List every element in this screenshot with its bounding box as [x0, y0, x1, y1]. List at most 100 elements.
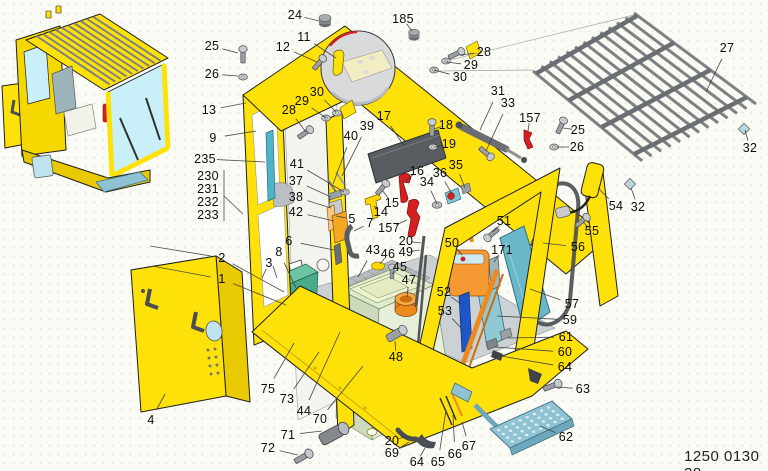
callout-69: 69 [384, 445, 400, 460]
callout-14: 14 [373, 204, 389, 219]
callout-8: 8 [275, 244, 283, 259]
callout-4: 4 [147, 412, 155, 427]
callout-71: 71 [280, 427, 296, 442]
callout-59: 59 [562, 312, 578, 327]
callout-30: 30 [309, 84, 325, 99]
callout-12: 12 [275, 39, 291, 54]
callout-31: 31 [490, 83, 506, 98]
callout-157: 157 [519, 110, 541, 125]
callout-61: 61 [558, 329, 574, 344]
grille-mount-pads [623, 122, 751, 191]
callout-26: 26 [569, 139, 585, 154]
callout-72: 72 [260, 440, 276, 455]
callout-26: 26 [204, 66, 220, 81]
callout-75: 75 [260, 381, 276, 396]
part-bracket-64 [528, 368, 542, 384]
callout-157: 157 [378, 220, 400, 235]
callout-70: 70 [312, 411, 328, 426]
callout-32: 32 [630, 199, 646, 214]
part-door-seal [536, 181, 581, 327]
callout-42: 42 [288, 204, 304, 219]
callout-25: 25 [570, 122, 586, 137]
callout-29: 29 [294, 93, 310, 108]
part-handle-7 [344, 223, 360, 259]
callout-6: 6 [285, 233, 293, 248]
part-gas-strut [455, 121, 527, 163]
callout-43: 43 [365, 242, 381, 257]
callout-233: 233 [197, 207, 219, 222]
callout-17: 17 [376, 108, 392, 123]
part-blue-strip-52 [458, 291, 473, 353]
assembled-cab-thumbnail [1, 5, 171, 193]
part-sun-visor [367, 129, 447, 184]
callout-38: 38 [288, 189, 304, 204]
callout-232: 232 [197, 194, 219, 209]
part-hook-11 [332, 49, 345, 76]
callout-66: 66 [447, 446, 463, 461]
drawing-number: 1250 0130 38 [684, 448, 760, 471]
callout-20: 20 [384, 433, 400, 448]
callout-1: 1 [218, 271, 226, 286]
callout-48: 48 [388, 349, 404, 364]
callout-40: 40 [343, 128, 359, 143]
callout-230: 230 [197, 168, 219, 183]
callout-56: 56 [570, 239, 586, 254]
callout-171: 171 [491, 242, 513, 257]
callout-64: 64 [557, 359, 573, 374]
callout-29: 29 [463, 57, 479, 72]
callout-27: 27 [719, 40, 735, 55]
part-hatch-seal [329, 30, 358, 47]
callout-7: 7 [366, 215, 374, 230]
part-red-clip-157 [523, 129, 534, 150]
callout-2: 2 [218, 250, 226, 265]
callout-11: 11 [297, 29, 311, 44]
callout-46: 46 [380, 246, 396, 261]
callout-60: 60 [557, 344, 573, 359]
callout-65: 65 [430, 454, 446, 469]
callout-64: 64 [409, 454, 425, 469]
callout-28: 28 [476, 44, 492, 59]
callout-41: 41 [289, 156, 305, 171]
callout-36: 36 [432, 165, 448, 180]
part-strip-6 [333, 242, 343, 266]
callout-47: 47 [401, 272, 417, 287]
callout-24: 24 [287, 7, 303, 22]
callout-33: 33 [500, 95, 516, 110]
thumbnail-roof-grille [35, 16, 161, 86]
leader-lines [149, 14, 749, 457]
callout-45: 45 [392, 259, 408, 274]
callout-19: 19 [441, 136, 457, 151]
callout-62: 62 [558, 429, 574, 444]
callout-63: 63 [575, 381, 591, 396]
main-cab-frame [242, 25, 619, 449]
loose-fasteners-and-parts [238, 14, 605, 467]
part-foot-64 [416, 434, 436, 449]
part-cup-holder [394, 292, 418, 317]
callout-3: 3 [265, 255, 273, 270]
callout-9: 9 [209, 130, 217, 145]
callout-5: 5 [348, 211, 356, 226]
callout-57: 57 [564, 296, 580, 311]
part-door-pocket [271, 182, 295, 207]
callout-39: 39 [359, 118, 375, 133]
part-bolt-71 [318, 421, 350, 446]
callout-16: 16 [409, 163, 425, 178]
part-roof-grille [532, 11, 757, 163]
callout-53: 53 [437, 303, 453, 318]
part-glass-strip-235 [265, 129, 276, 202]
callout-54: 54 [608, 198, 624, 213]
callout-35: 35 [448, 157, 464, 172]
callout-55: 55 [584, 223, 600, 238]
callout-30: 30 [452, 69, 468, 84]
callout-73: 73 [279, 391, 295, 406]
callout-49: 49 [398, 244, 414, 259]
part-strip-20-49 [414, 235, 426, 307]
part-mirror [555, 162, 605, 219]
door-speaker-holes [206, 347, 220, 376]
part-t-handle-14 [364, 193, 382, 220]
callout-231: 231 [197, 181, 219, 196]
callout-37: 37 [288, 173, 304, 188]
callout-52: 52 [436, 284, 452, 299]
